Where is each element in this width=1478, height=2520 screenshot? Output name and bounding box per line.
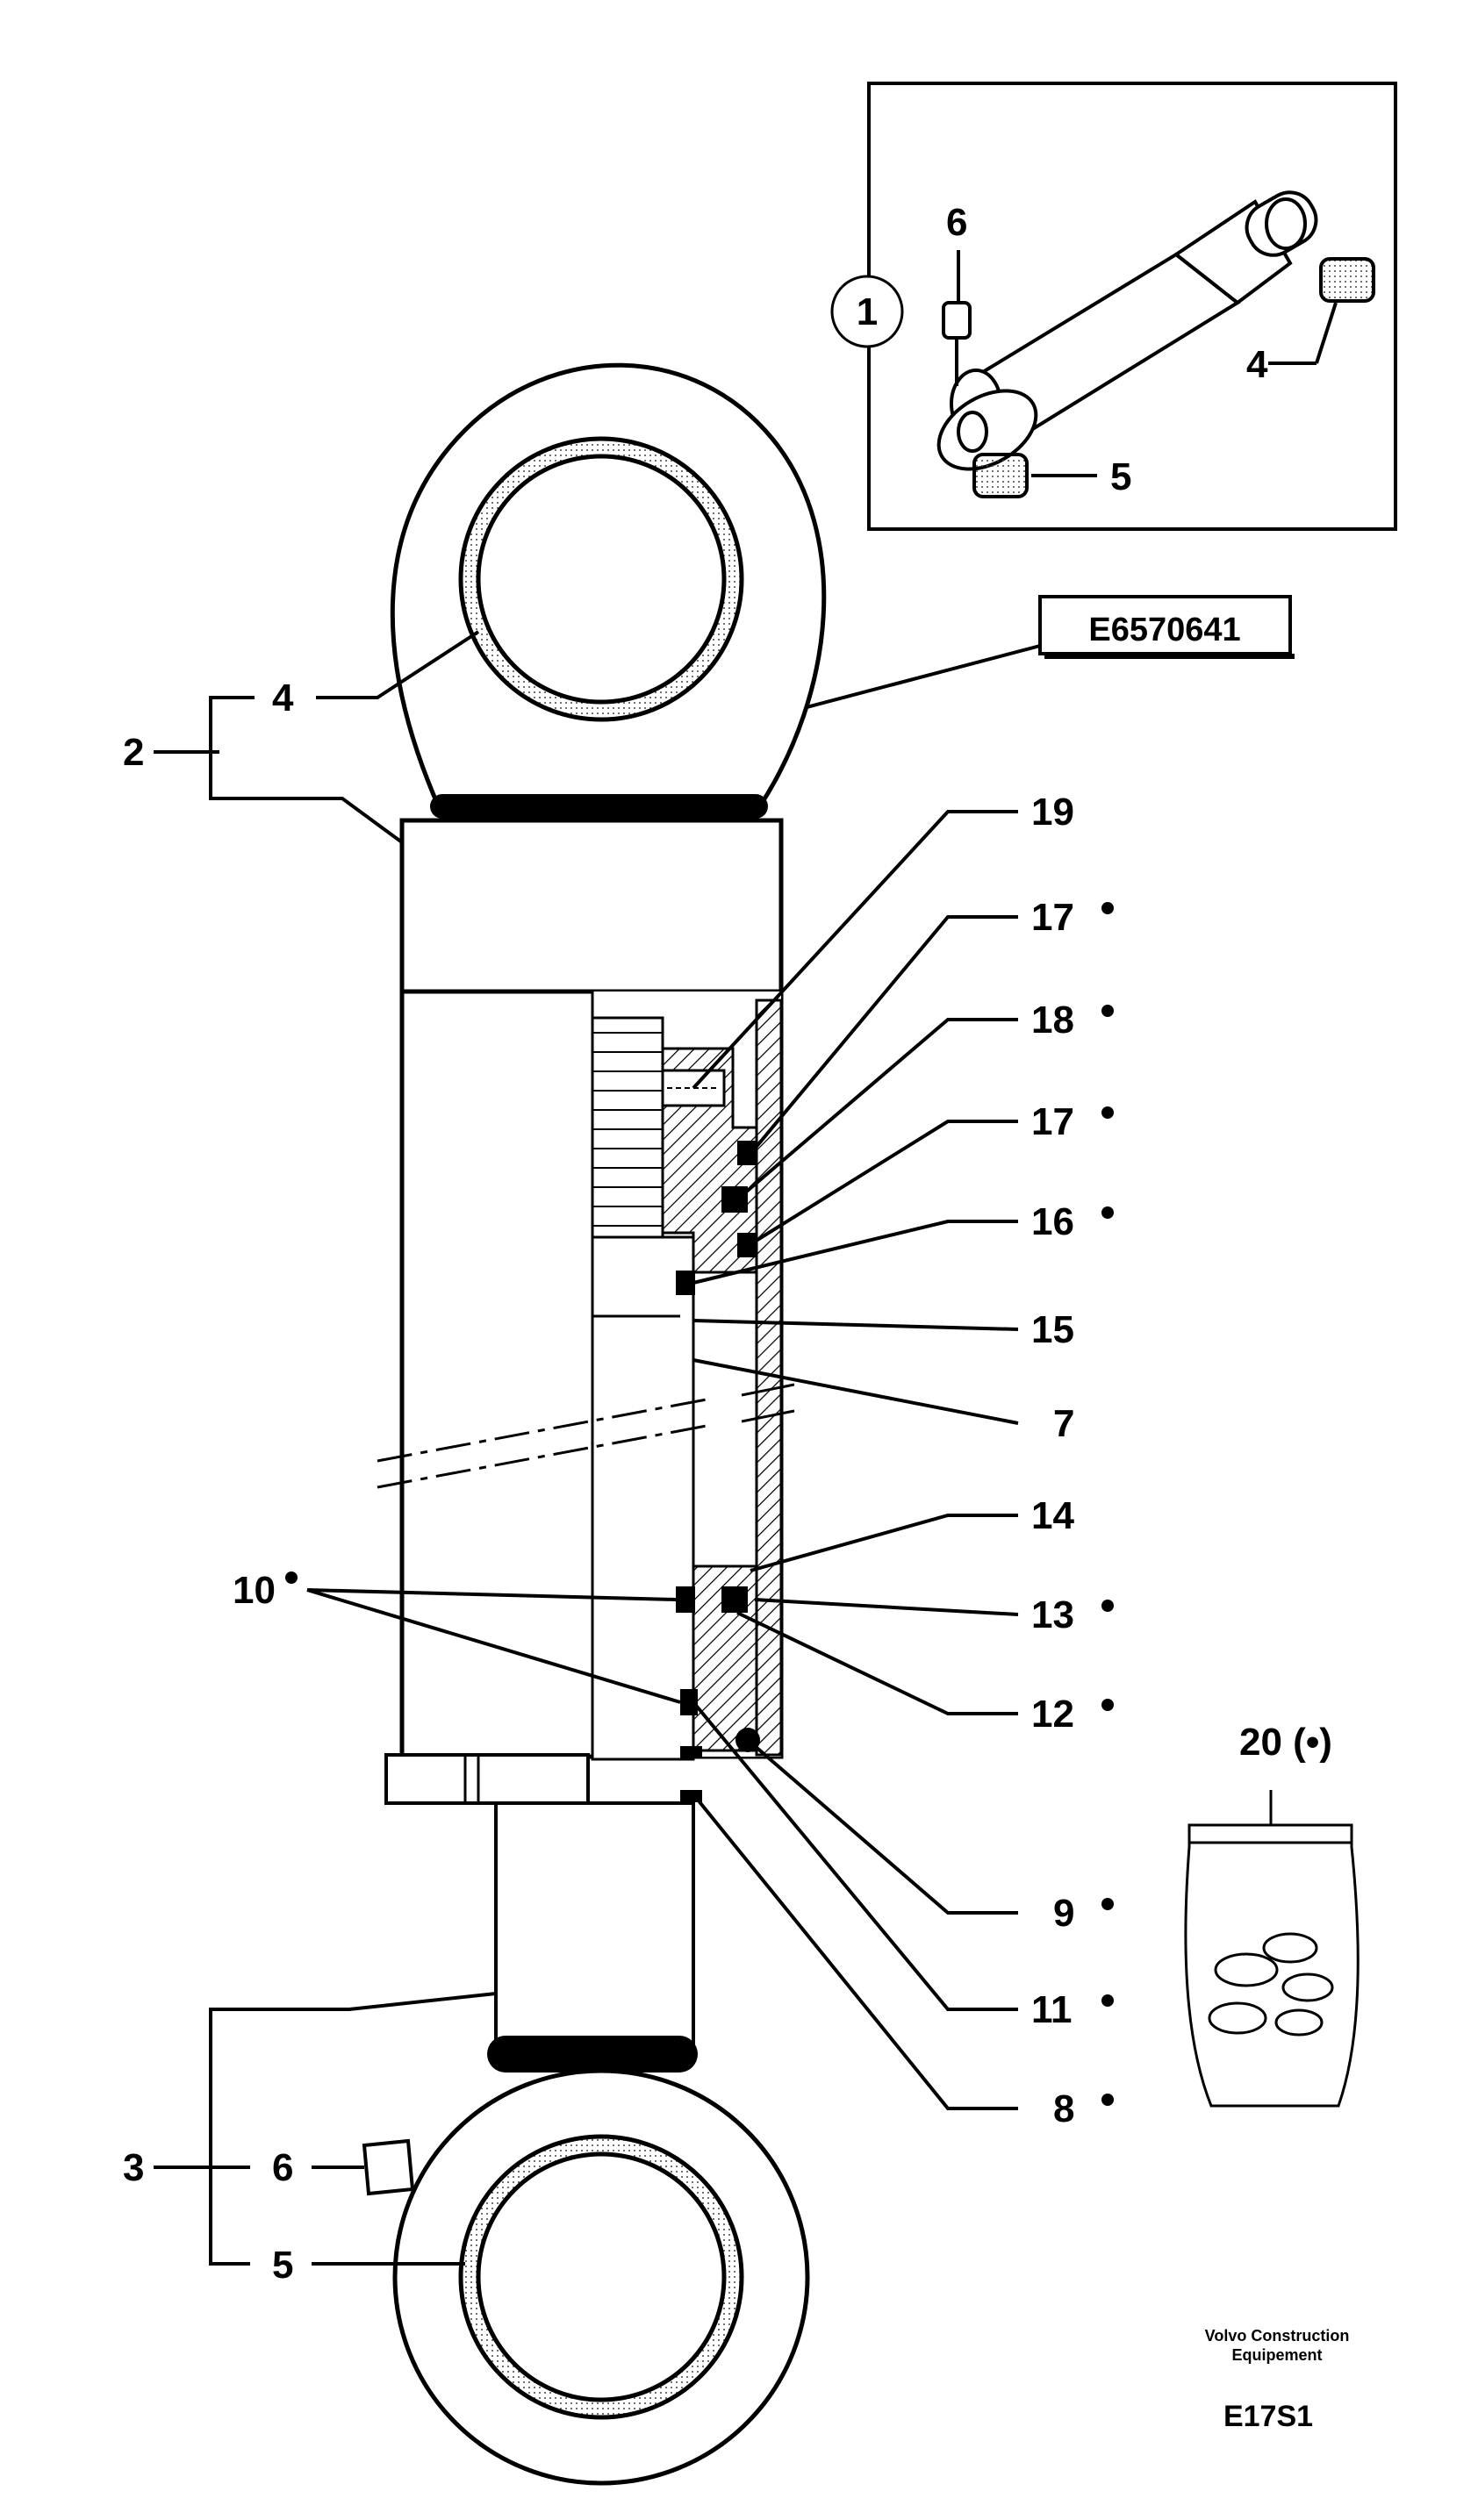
bag-label: 20 (•) xyxy=(1239,1721,1332,1764)
callout-6: 6 xyxy=(272,2146,293,2189)
leader-lines xyxy=(154,630,1019,2266)
callout-8: 8 xyxy=(1053,2087,1074,2130)
grease-nipple xyxy=(362,2138,415,2196)
footer: Volvo Construction Equipement E17S1 xyxy=(1205,2327,1350,2433)
cylinder-body xyxy=(377,818,795,2046)
inset-callout-6: 6 xyxy=(946,201,967,244)
seal-kit-markers xyxy=(285,902,1114,2106)
callout-2: 2 xyxy=(123,731,144,774)
bottom-eye xyxy=(362,2036,810,2486)
callout-4: 4 xyxy=(272,677,294,719)
callout-5: 5 xyxy=(272,2244,293,2287)
callout-17b: 17 xyxy=(1031,1100,1074,1143)
seal-kit-bag xyxy=(1184,1790,1360,2108)
inset-callout-5: 5 xyxy=(1110,455,1131,498)
callout-17a: 17 xyxy=(1031,896,1074,939)
callout-16: 16 xyxy=(1031,1200,1074,1243)
inset-circle xyxy=(830,275,904,348)
reference-box: E6570641 xyxy=(750,595,1295,773)
callout-labels: 2 4 3 6 5 19 17 18 17 16 15 7 14 13 12 9… xyxy=(123,677,1074,2287)
drawing-code: E17S1 xyxy=(1223,2400,1313,2433)
callout-12: 12 xyxy=(1031,1693,1074,1736)
inset-detail: 1 4 5 6 xyxy=(830,82,1397,531)
inset-cylinder xyxy=(936,190,1375,498)
company-line2: Equipement xyxy=(1231,2346,1322,2364)
callout-14: 14 xyxy=(1031,1494,1074,1537)
top-eye xyxy=(390,362,827,819)
callout-11: 11 xyxy=(1031,1988,1073,2031)
callout-10: 10 xyxy=(233,1569,276,1612)
callout-15: 15 xyxy=(1031,1308,1074,1351)
callout-13: 13 xyxy=(1031,1593,1074,1636)
callout-9: 9 xyxy=(1053,1892,1074,1935)
callout-19: 19 xyxy=(1031,791,1074,834)
callout-3: 3 xyxy=(123,2146,144,2189)
callout-18: 18 xyxy=(1031,999,1074,1042)
inset-circle-label: 1 xyxy=(857,290,878,333)
svg-text:E6570641: E6570641 xyxy=(1088,612,1240,648)
inset-callout-4: 4 xyxy=(1246,343,1268,386)
company-line1: Volvo Construction xyxy=(1205,2327,1350,2345)
callout-7: 7 xyxy=(1053,1402,1074,1445)
